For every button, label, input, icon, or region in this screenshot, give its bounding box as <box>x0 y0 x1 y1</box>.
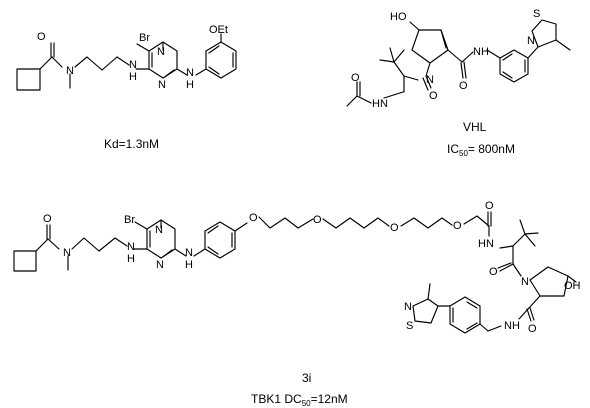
dc50-value: =12nM <box>311 392 348 406</box>
atom-n: N <box>66 65 74 77</box>
dc50-caption: TBK1 DC50=12nM <box>251 392 348 408</box>
atom-o: O <box>351 72 360 84</box>
atom-h: H <box>129 71 137 83</box>
dc50-subscript: 50 <box>302 399 311 408</box>
atom-n: N <box>127 241 135 253</box>
atom-o: O <box>37 31 46 43</box>
atom-n: N <box>185 247 193 259</box>
atom-o: O <box>528 323 537 335</box>
atom-h: H <box>127 253 135 265</box>
ic50-label: IC <box>447 142 459 156</box>
atom-nh: NH <box>504 320 520 332</box>
atom-h: H <box>186 79 194 91</box>
vhl-caption: VHL <box>463 120 487 134</box>
atom-o: O <box>390 222 399 234</box>
atom-n: N <box>129 59 137 71</box>
atom-o: O <box>429 90 438 102</box>
atom-s: S <box>533 8 540 20</box>
atom-o: O <box>249 212 258 224</box>
atom-n: N <box>404 301 412 313</box>
atom-n: N <box>157 46 165 58</box>
compound-vhl-ligand <box>346 19 571 107</box>
atom-o: O <box>313 214 322 226</box>
atom-hn: HN <box>478 238 494 250</box>
atom-n: N <box>155 224 163 236</box>
ic50-caption: IC50= 800nM <box>447 142 515 158</box>
atom-n: N <box>156 259 164 271</box>
atom-n: N <box>426 74 434 86</box>
atom-ho: HO <box>390 11 407 23</box>
ic50-subscript: 50 <box>459 149 468 158</box>
atom-hn: HN <box>372 98 388 110</box>
atom-o: O <box>459 80 468 92</box>
atom-n: N <box>158 79 166 91</box>
atom-nh: NH <box>473 46 489 58</box>
captions: Kd=1.3nM VHL IC50= 800nM 3i TBK1 DC50=12… <box>104 120 515 408</box>
atom-o: O <box>489 266 498 278</box>
atom-oh: OH <box>564 280 581 292</box>
compound-inhibitor <box>16 33 237 91</box>
atom-h: H <box>185 259 193 271</box>
kd-caption: Kd=1.3nM <box>104 137 159 151</box>
dc50-label: TBK1 DC <box>251 392 302 406</box>
atom-br: Br <box>139 32 150 44</box>
atom-n: N <box>527 35 535 47</box>
atom-o: O <box>43 213 52 225</box>
atom-labels: O N Br N H N N N H OEt HO N NH O O HN O … <box>37 8 581 335</box>
atom-o: O <box>453 220 462 232</box>
compound-protac-3i <box>13 211 577 334</box>
atom-o: O <box>485 200 494 212</box>
atom-br: Br <box>124 214 135 226</box>
atom-n: N <box>63 247 71 259</box>
atom-s: S <box>406 320 413 332</box>
ic50-value: = 800nM <box>468 142 515 156</box>
atom-n: N <box>186 67 194 79</box>
atom-oet: OEt <box>209 24 228 36</box>
compound-label: 3i <box>302 371 311 385</box>
atom-n: N <box>521 276 529 288</box>
